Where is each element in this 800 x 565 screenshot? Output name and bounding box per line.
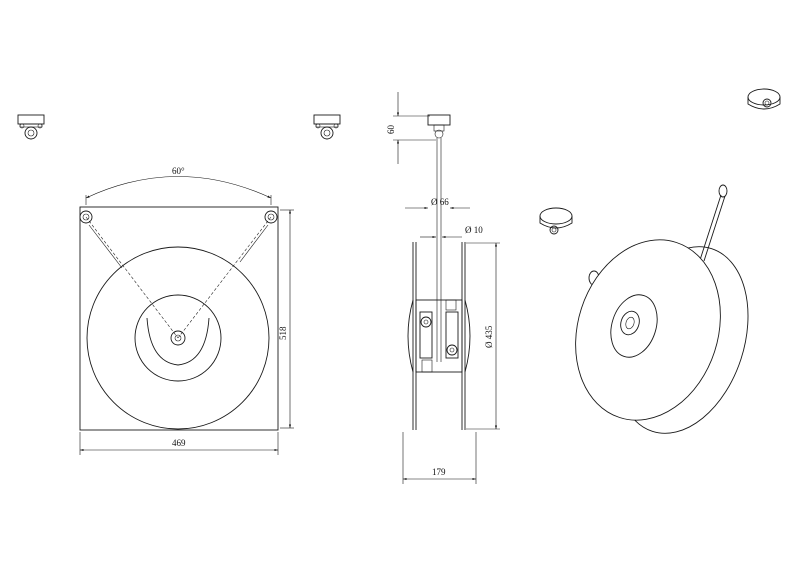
cable-right <box>177 216 272 339</box>
side-hub <box>415 299 463 373</box>
ceiling-mount-icon-center <box>313 114 341 140</box>
side-mount-plate <box>427 114 451 126</box>
height-label: 518 <box>278 326 288 340</box>
isometric-view <box>575 184 749 434</box>
angle-label: 60° <box>172 166 185 176</box>
rod-diameter-label: Ø 10 <box>465 225 483 235</box>
cable-left <box>85 216 179 339</box>
hub-ring <box>134 294 222 382</box>
iso-disc-front <box>575 239 721 421</box>
isometric-mount-icon-top-right <box>747 88 781 110</box>
mount-diameter-label: Ø 66 <box>431 197 449 207</box>
back-plate <box>79 206 279 431</box>
front-view: 60° 518 469 <box>79 166 294 455</box>
disc-diameter-label: Ø 435 <box>484 325 494 348</box>
mount-height-label: 60 <box>386 125 396 135</box>
width-label: 469 <box>172 438 186 448</box>
eyelet-right <box>264 210 278 224</box>
angle-arc <box>85 176 272 199</box>
ceiling-mount-icon-left <box>17 114 45 140</box>
hub-center <box>170 330 186 346</box>
side-width-label: 179 <box>432 467 446 477</box>
hub-bracket <box>146 317 210 366</box>
disc-outer <box>86 246 270 430</box>
side-view: 60 Ø 66 Ø 10 Ø 435 <box>386 92 500 484</box>
eyelet-left <box>79 210 93 224</box>
isometric-mount-icon-mid <box>539 207 573 235</box>
